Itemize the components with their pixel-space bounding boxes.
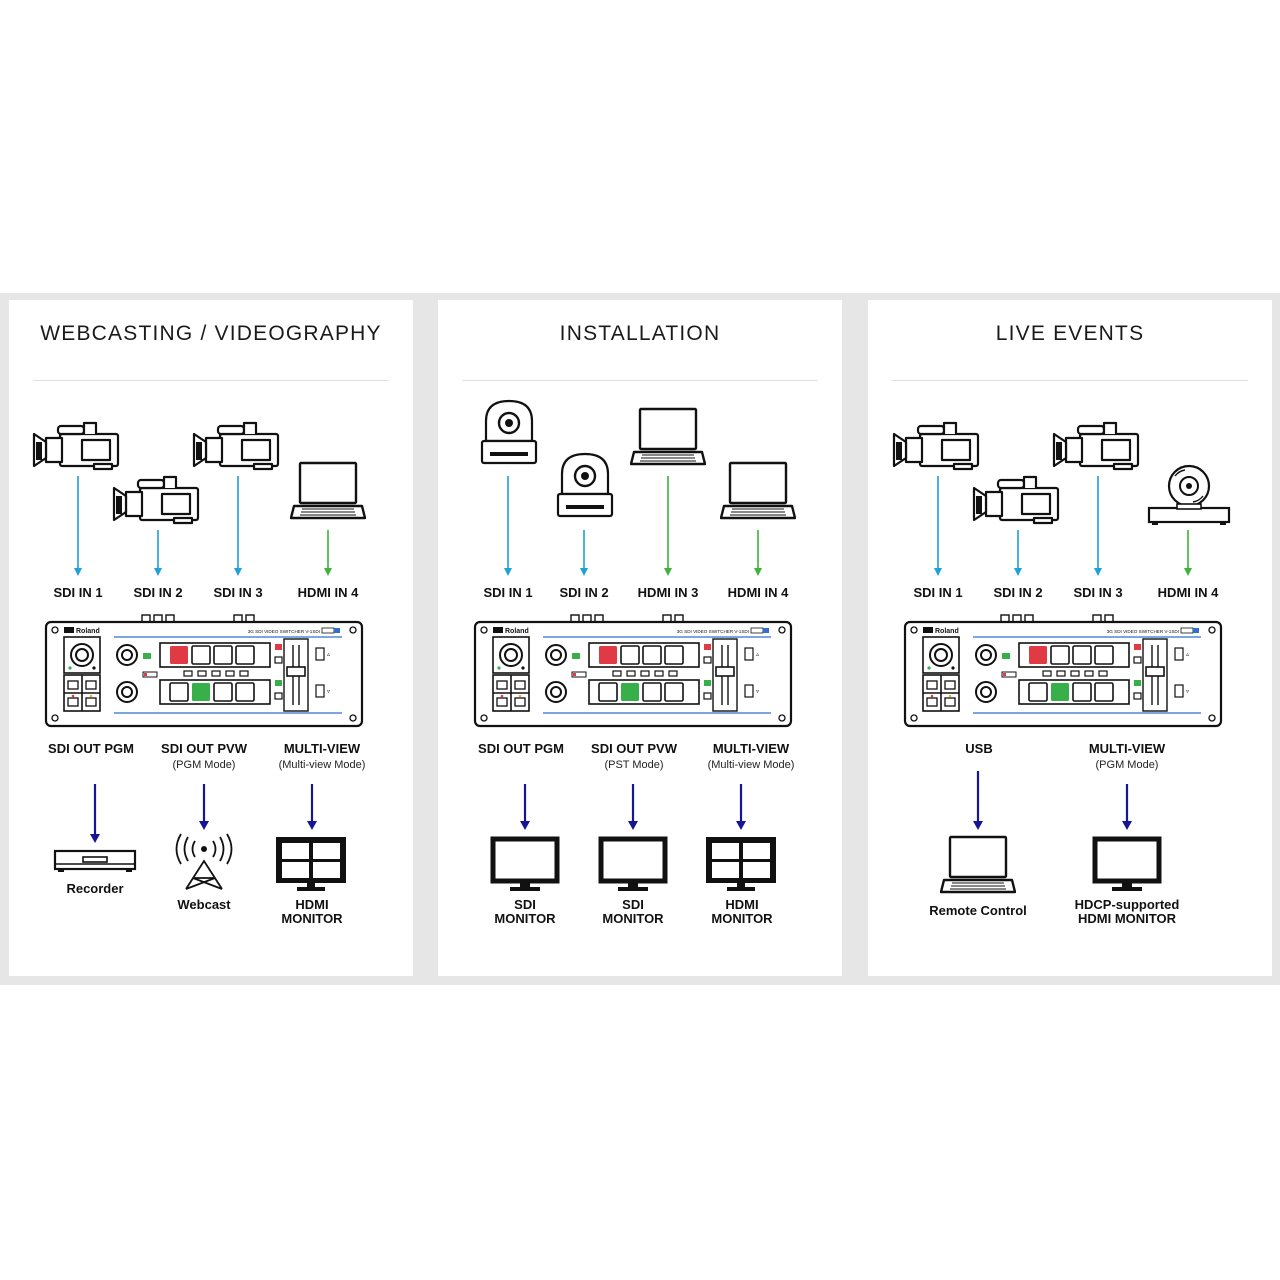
brand-logo: Roland: [76, 628, 100, 635]
device-label-hdcp: HDCP-supported: [1074, 897, 1180, 912]
panel-webcasting: WEBCASTING / VIDEOGRAPHY: [9, 300, 413, 976]
output-label-2: SDI OUT PVW: [161, 741, 247, 756]
connection-arrows: [74, 476, 332, 843]
output-label-1: SDI OUT PGM: [478, 741, 564, 756]
connection-arrows: [504, 476, 762, 830]
device-label-monitor: MONITOR: [281, 911, 343, 926]
input-label-sdi-in-1: SDI IN 1: [483, 585, 533, 600]
device-label-hdmi: HDMI: [295, 897, 329, 912]
v-1sdi-switcher-icon: Roland 3G SDI VIDEO SWITCHER V-1SDI: [903, 614, 1223, 728]
output-label-1: SDI OUT PGM: [48, 741, 134, 756]
brand-logo: Roland: [935, 628, 959, 635]
output-label-3: MULTI-VIEW: [712, 741, 790, 756]
title-divider: [33, 380, 389, 381]
multiview-monitor-icon: [706, 837, 776, 891]
output-label-usb: USB: [965, 741, 993, 756]
input-label-hdmi-in-4: HDMI IN 4: [1157, 585, 1219, 600]
input-label-sdi-in-2: SDI IN 2: [993, 585, 1043, 600]
device-label-hdmi: HDMI: [725, 897, 759, 912]
brand-logo: Roland: [505, 628, 529, 635]
input-label-sdi-in-3: SDI IN 3: [1073, 585, 1123, 600]
output-mode-3: (Multi-view Mode): [278, 759, 366, 771]
laptop-icon: [940, 835, 1016, 894]
svg-text:▿: ▿: [327, 689, 330, 695]
v-1sdi-switcher-icon: Roland 3G SDI VIDEO SWITCHER V-1SDI: [44, 614, 364, 728]
svg-text:▵: ▵: [756, 652, 759, 658]
device-label-webcast: Webcast: [177, 897, 231, 912]
monitor-icon: [598, 836, 668, 891]
panel-installation: INSTALLATION: [438, 300, 842, 976]
monitor-icon: [490, 836, 560, 891]
device-label-monitor: MONITOR: [711, 911, 773, 926]
video-camera-icon: [192, 421, 280, 471]
svg-text:▿: ▿: [756, 689, 759, 695]
device-label-hdmi-monitor: HDMI MONITOR: [1078, 911, 1176, 926]
video-camera-icon: [892, 421, 980, 471]
multiview-monitor-icon: [276, 837, 346, 891]
input-label-hdmi-in-4: HDMI IN 4: [727, 585, 789, 600]
panel-title: LIVE EVENTS: [995, 322, 1145, 345]
output-label-3: MULTI-VIEW: [283, 741, 361, 756]
laptop-icon: [720, 461, 796, 520]
panel-title: INSTALLATION: [559, 322, 721, 345]
input-label-sdi-in-1: SDI IN 1: [53, 585, 103, 600]
monitor-icon: [1092, 836, 1162, 891]
svg-text:▿: ▿: [1186, 689, 1189, 695]
title-divider: [462, 380, 818, 381]
recorder-icon: [53, 849, 137, 872]
device-label-sdi: SDI: [622, 897, 644, 912]
device-label-remote-control: Remote Control: [929, 903, 1027, 918]
output-label-2: SDI OUT PVW: [591, 741, 677, 756]
output-mode-3: (Multi-view Mode): [707, 759, 795, 771]
device-label-sdi: SDI: [514, 897, 536, 912]
video-camera-icon: [1052, 421, 1140, 471]
video-camera-icon: [972, 475, 1060, 525]
webcast-antenna-icon: [175, 833, 233, 890]
v-1sdi-switcher-icon: Roland 3G SDI VIDEO SWITCHER V-1SDI: [473, 614, 793, 728]
laptop-icon: [630, 407, 706, 466]
connection-arrows: [934, 476, 1192, 830]
input-label-hdmi-in-3: HDMI IN 3: [637, 585, 699, 600]
disc-player-icon: [1147, 464, 1231, 525]
output-mode: (PGM Mode): [1095, 759, 1159, 771]
input-label-sdi-in-1: SDI IN 1: [913, 585, 963, 600]
title-divider: [892, 380, 1248, 381]
laptop-icon: [290, 461, 366, 520]
ptz-camera-icon: [480, 399, 538, 465]
video-camera-icon: [32, 421, 120, 471]
device-label-recorder: Recorder: [66, 881, 124, 896]
input-label-sdi-in-2: SDI IN 2: [559, 585, 609, 600]
input-label-sdi-in-3: SDI IN 3: [213, 585, 263, 600]
svg-text:▵: ▵: [1186, 652, 1189, 658]
output-mode-2: (PGM Mode): [172, 759, 236, 771]
panel-title: WEBCASTING / VIDEOGRAPHY: [40, 322, 382, 345]
device-label-monitor: MONITOR: [602, 911, 664, 926]
input-label-sdi-in-2: SDI IN 2: [133, 585, 183, 600]
model-caption: 3G SDI VIDEO SWITCHER V-1SDI: [248, 629, 320, 634]
output-mode-2: (PST Mode): [604, 759, 664, 771]
model-caption: 3G SDI VIDEO SWITCHER V-1SDI: [677, 629, 749, 634]
model-caption: 3G SDI VIDEO SWITCHER V-1SDI: [1107, 629, 1179, 634]
output-label-multiview: MULTI-VIEW: [1088, 741, 1166, 756]
svg-text:▵: ▵: [327, 652, 330, 658]
device-label-monitor: MONITOR: [494, 911, 556, 926]
panel-live-events: LIVE EVENTS: [868, 300, 1272, 976]
video-camera-icon: [112, 475, 200, 525]
ptz-camera-icon: [556, 452, 614, 518]
input-label-hdmi-in-4: HDMI IN 4: [297, 585, 359, 600]
